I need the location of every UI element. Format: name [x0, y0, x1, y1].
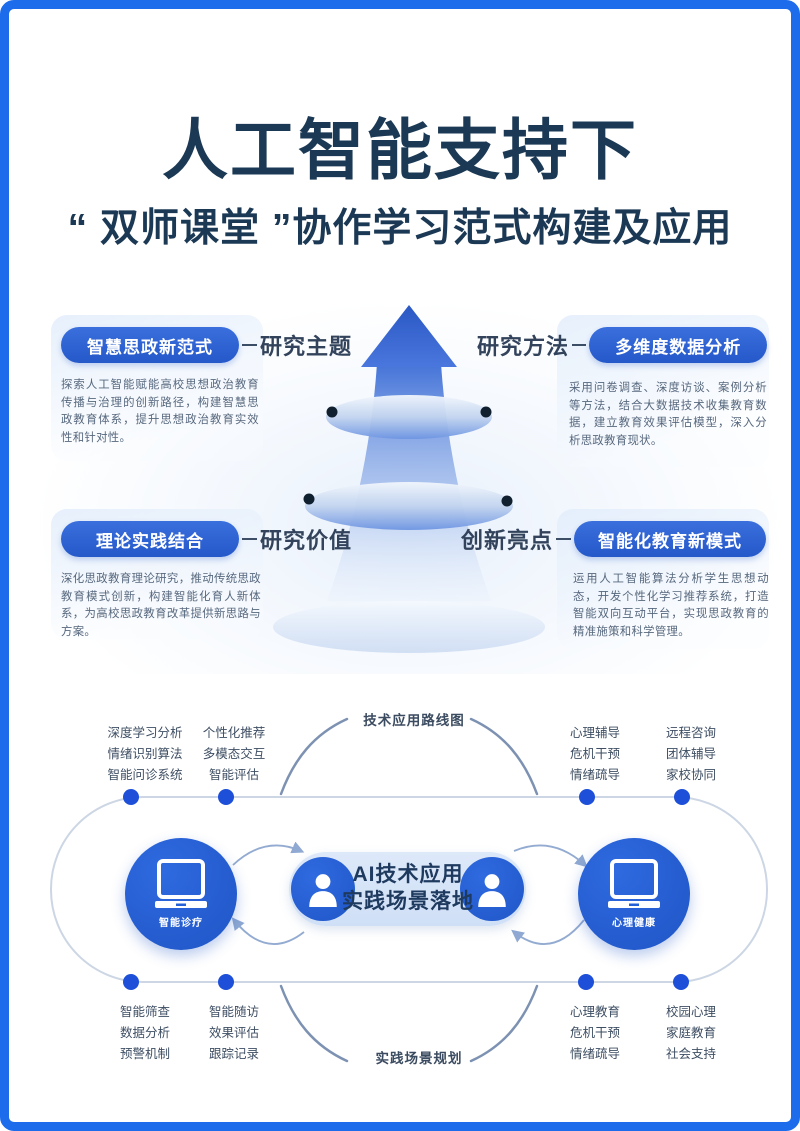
pill-multidim-data: 多维度数据分析 — [589, 327, 767, 363]
page-title: 人工智能支持下 — [162, 113, 638, 187]
list-item: 危机干预 — [569, 747, 620, 761]
pill-smart-ideology: 智慧思政新范式 — [61, 327, 239, 363]
computer-icon — [608, 859, 660, 908]
list-item: 远程咨询 — [665, 726, 716, 740]
connector-line — [556, 537, 572, 541]
list-screening: 智能筛查 数据分析 预警机制 — [85, 1002, 205, 1065]
list-psych-education: 心理教育 危机干预 情绪疏导 — [535, 1002, 655, 1065]
list-item: 情绪疏导 — [569, 1047, 620, 1061]
swoosh-bottom-left — [279, 984, 349, 1063]
card-body-text: 采用问卷调查、深度访谈、案例分析等方法，结合大数据技术收集教育数据，建立教育效果… — [569, 382, 767, 447]
cycle-loop-graphic — [50, 717, 768, 1063]
pill-smart-education: 智能化教育新模式 — [574, 521, 767, 557]
list-item: 智能筛查 — [119, 1005, 170, 1019]
card-research-topic: 智慧思政新范式 研究主题 探索人工智能赋能高校思想政治教育传播与治理的创新路径，… — [61, 327, 361, 447]
list-item: 校园心理 — [665, 1005, 716, 1019]
cycle-arrow — [513, 844, 588, 868]
page-subtitle: “ 双师课堂 ”协作学习范式构建及应用 — [67, 207, 733, 250]
list-item: 预警机制 — [119, 1047, 170, 1061]
list-item: 效果评估 — [208, 1026, 259, 1040]
list-item: 社会支持 — [665, 1047, 716, 1061]
node-label: 智能诊疗 — [159, 918, 203, 929]
connector-line — [242, 537, 257, 541]
list-item: 智能随访 — [208, 1005, 259, 1019]
list-item: 情绪识别算法 — [107, 747, 183, 761]
list-item: 心理辅导 — [569, 726, 620, 740]
connector-line — [572, 343, 587, 347]
center-banner-line2: 实践场景落地 — [342, 890, 474, 913]
computer-icon — [155, 859, 207, 908]
pill-theory-practice: 理论实践结合 — [61, 521, 239, 557]
cycle-diagram: 技术应用路线图 实践场景规划 深度学习分析 情绪识别算法 智能问诊系统 个性化推… — [9, 699, 791, 1099]
card-body-text: 运用人工智能算法分析学生思想动态，开发个性化学习推荐系统，打造智能双向互动平台，… — [573, 573, 769, 638]
card-body-text: 深化思政教育理论研究，推动传统思政教育模式创新，构建智能化育人新体系，为高校思政… — [61, 573, 261, 638]
list-item: 深度学习分析 — [107, 726, 183, 740]
list-item: 跟踪记录 — [208, 1047, 259, 1061]
person-icon — [291, 857, 355, 921]
list-support: 校园心理 家庭教育 社会支持 — [631, 1002, 751, 1065]
rocket-arrow-icon — [273, 305, 545, 653]
category-research-method: 研究方法 — [477, 334, 570, 359]
category-innovation: 创新亮点 — [461, 528, 554, 553]
label-tech-roadmap: 技术应用路线图 — [363, 713, 465, 728]
node-label: 心理健康 — [612, 918, 656, 929]
list-item: 家校协同 — [665, 768, 716, 782]
list-item: 数据分析 — [119, 1026, 170, 1040]
center-banner-line1: AI技术应用 — [352, 863, 464, 886]
cycle-arrow — [511, 919, 585, 945]
label-scene-planning: 实践场景规划 — [375, 1051, 463, 1066]
node-smart-diagnosis: 智能诊疗 — [125, 838, 237, 950]
list-item: 多模态交互 — [202, 747, 266, 761]
card-research-value: 理论实践结合 研究价值 深化思政教育理论研究，推动传统思政教育模式创新，构建智能… — [61, 521, 361, 641]
category-research-value: 研究价值 — [260, 528, 353, 553]
swoosh-bottom-right — [469, 984, 539, 1063]
list-counseling: 心理辅导 危机干预 情绪疏导 — [535, 723, 655, 786]
list-item: 智能评估 — [208, 768, 259, 782]
cycle-arrow — [232, 841, 305, 866]
node-mental-health: 心理健康 — [578, 838, 690, 950]
list-item: 情绪疏导 — [569, 768, 620, 782]
category-research-topic: 研究主题 — [260, 334, 353, 359]
list-remote: 远程咨询 团体辅导 家校协同 — [631, 723, 751, 786]
swoosh-top-right — [469, 717, 539, 796]
list-personalized: 个性化推荐 多模态交互 智能评估 — [174, 723, 294, 786]
cycle-arrow — [231, 917, 305, 945]
list-item: 个性化推荐 — [202, 726, 266, 740]
card-innovation: 创新亮点 智能化教育新模式 运用人工智能算法分析学生思想动态，开发个性化学习推荐… — [461, 521, 771, 641]
connector-line — [242, 343, 257, 347]
person-icon — [460, 857, 524, 921]
list-item: 智能问诊系统 — [107, 768, 183, 782]
list-item: 危机干预 — [569, 1026, 620, 1040]
list-item: 心理教育 — [569, 1005, 620, 1019]
card-body-text: 探索人工智能赋能高校思想政治教育传播与治理的创新路径，构建智慧思政教育体系，提升… — [61, 379, 259, 444]
card-research-method: 研究方法 多维度数据分析 采用问卷调查、深度访谈、案例分析等方法，结合大数据技术… — [477, 327, 767, 450]
swoosh-top-left — [279, 717, 349, 796]
list-item: 团体辅导 — [665, 747, 716, 761]
center-banner-text: AI技术应用 实践场景落地 — [333, 861, 483, 915]
list-followup: 智能随访 效果评估 跟踪记录 — [174, 1002, 294, 1065]
list-deep-learning: 深度学习分析 情绪识别算法 智能问诊系统 — [85, 723, 205, 786]
list-item: 家庭教育 — [665, 1026, 716, 1040]
